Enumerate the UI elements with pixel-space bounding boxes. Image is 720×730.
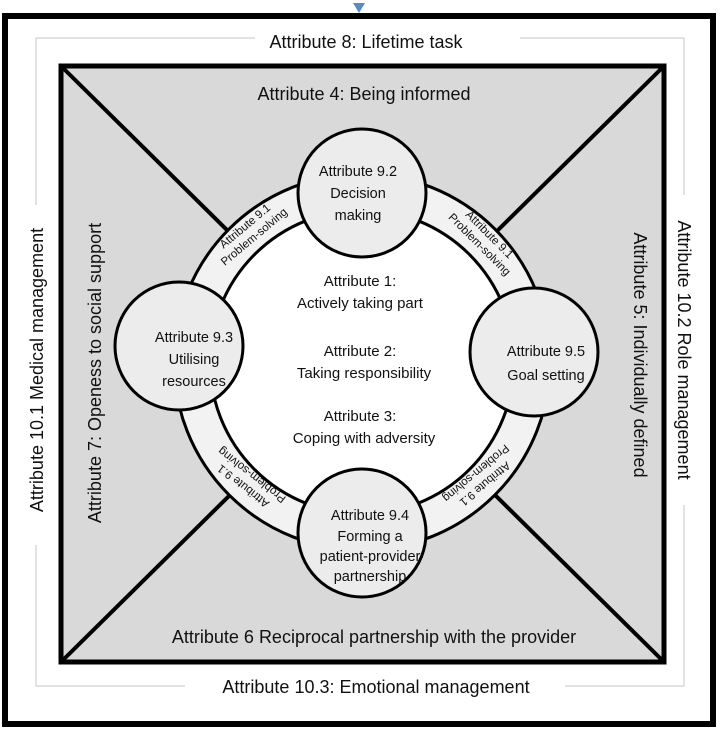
- square-label-right: Attribute 5: Individually defined: [630, 232, 650, 477]
- node-left-circle: [113, 280, 245, 412]
- node-bottom-circle: [296, 467, 428, 599]
- node-top-line: making: [335, 208, 382, 224]
- node-left-line: resources: [162, 374, 226, 390]
- node-bottom-text: Attribute 9.4 Forming a patient-provider…: [320, 508, 421, 585]
- node-top-text: Attribute 9.2 Decision making: [319, 164, 397, 224]
- node-right-circle: [468, 286, 600, 418]
- inner-line: Taking responsibility: [297, 365, 432, 382]
- node-left-text: Attribute 9.3 Utilising resources: [155, 330, 233, 390]
- outer-label-right: Attribute 10.2 Role management: [674, 220, 694, 479]
- top-pointer-icon: [353, 3, 365, 13]
- node-right-line: Goal setting: [507, 368, 584, 384]
- node-left-line: Attribute 9.3: [155, 330, 233, 346]
- node-top-circle: [296, 127, 428, 259]
- guide-lines: [35, 37, 685, 687]
- node-bottom-line: Forming a: [337, 529, 403, 545]
- inner-line: Attribute 2:: [324, 343, 397, 360]
- node-bottom-line: partnership: [334, 569, 407, 585]
- inner-line: Attribute 3:: [324, 408, 397, 425]
- square-label-bottom: Attribute 6 Reciprocal partnership with …: [172, 627, 576, 647]
- node-bottom-line: patient-provider: [320, 549, 421, 565]
- node-top-line: Decision: [330, 186, 386, 202]
- inner-line: Coping with adversity: [293, 430, 436, 447]
- node-top-line: Attribute 9.2: [319, 164, 397, 180]
- node-right-text: Attribute 9.5 Goal setting: [507, 344, 585, 384]
- inner-line: Actively taking part: [297, 295, 424, 312]
- node-left-line: Utilising: [169, 352, 220, 368]
- node-bottom-line: Attribute 9.4: [331, 508, 409, 524]
- square-label-left: Attribute 7: Openess to social support: [85, 223, 105, 523]
- outer-label-top: Attribute 8: Lifetime task: [269, 32, 463, 52]
- square-label-top: Attribute 4: Being informed: [257, 84, 470, 104]
- outer-label-left: Attribute 10.1 Medical management: [27, 228, 47, 512]
- outer-label-bottom: Attribute 10.3: Emotional management: [222, 677, 529, 697]
- node-right-line: Attribute 9.5: [507, 344, 585, 360]
- inner-circle-text: Attribute 1: Actively taking part Attrib…: [293, 273, 436, 447]
- inner-line: Attribute 1:: [324, 273, 397, 290]
